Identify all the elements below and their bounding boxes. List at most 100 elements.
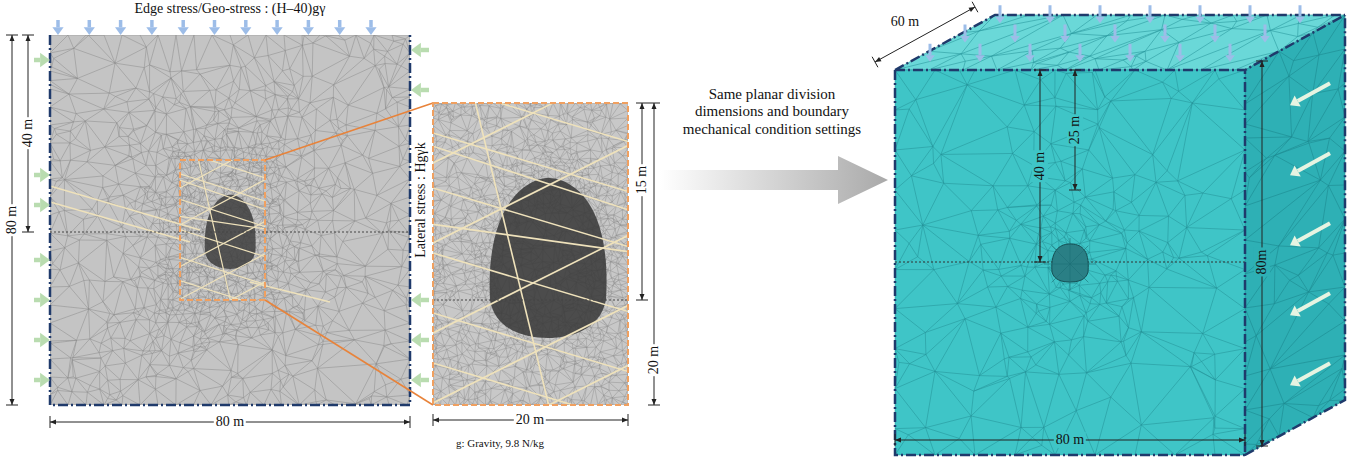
transition-note: Same planar division dimensions and boun… (672, 86, 872, 138)
lateral-arrow-shaft (34, 298, 40, 303)
lateral-arrow-head (411, 333, 421, 347)
dimension-arrowhead (1260, 440, 1265, 446)
tunnel-mesh-line (1070, 264, 1088, 282)
zoom-model (265, 61, 660, 469)
load-arrow-head (1060, 36, 1070, 43)
plane-joints (180, 160, 265, 300)
load-arrow-head (240, 27, 251, 35)
joint-line (180, 160, 265, 179)
load-arrow-head (178, 27, 189, 35)
load-arrow-shaft (1064, 25, 1067, 36)
load-arrow-shaft (1049, 5, 1052, 16)
dimension-label: 20 m (514, 412, 546, 428)
dimension-arrowhead (433, 418, 439, 423)
model-boundary (50, 35, 410, 405)
lateral-arrow-shaft (1298, 293, 1330, 311)
dimension-arrowhead (652, 103, 657, 109)
lateral-arrow-head (411, 373, 421, 387)
load-arrow-head (1010, 36, 1020, 43)
mesh-lines (1245, 15, 1345, 455)
zoom-mesh (433, 103, 628, 405)
mesh-ground (50, 35, 410, 405)
center-line (50, 232, 410, 233)
dimension-arrowhead (26, 35, 31, 41)
lateral-arrow-shaft (421, 378, 429, 383)
dimension-label: 20 m (646, 344, 662, 376)
load-arrow-shaft (275, 20, 279, 27)
load-arrow-shaft (1249, 5, 1252, 16)
joint-line (197, 160, 232, 300)
dimension-label: 60 m (889, 14, 921, 30)
joint-line (433, 130, 628, 195)
load-arrow-head (925, 55, 935, 62)
load-arrow-head (146, 27, 157, 35)
dimension-arrowhead (640, 103, 645, 109)
dimension-arrowhead (50, 420, 56, 425)
lateral-arrow-head (40, 168, 50, 182)
joint-line (433, 301, 628, 406)
load-arrow-head (995, 17, 1005, 24)
joint-line (50, 202, 190, 242)
lateral-arrow-head (40, 333, 50, 347)
load-arrow-head (1175, 55, 1185, 62)
cube-front-face (895, 70, 1245, 455)
dimension-label: 25 m (1067, 114, 1083, 146)
lateral-arrow-shaft (1298, 363, 1330, 381)
tunnel-mesh-line (1052, 246, 1070, 264)
center-line (433, 300, 628, 301)
lateral-arrow-shaft (34, 203, 40, 208)
tunnel-section (490, 178, 607, 338)
load-arrow-shaft (307, 20, 311, 27)
mesh-lines (50, 35, 410, 405)
lateral-arrow-head (1290, 305, 1301, 316)
joint-line (473, 103, 553, 405)
load-arrow-head (1045, 17, 1055, 24)
dimension-label: 15 m (634, 164, 650, 196)
dimension-arrowhead (1073, 70, 1078, 76)
joint-line (433, 223, 628, 253)
lateral-arrow-shaft (1298, 153, 1330, 171)
dimension-arrowhead (652, 399, 657, 405)
dimension-arrowhead (10, 35, 15, 41)
plane-mesh (50, 35, 410, 405)
lateral-arrow-head (40, 373, 50, 387)
load-arrow-head (1110, 36, 1120, 43)
lateral-arrow-shaft (421, 88, 429, 93)
load-arrow-shaft (1114, 25, 1117, 36)
model-boundary (895, 15, 1345, 455)
joint-line (433, 103, 628, 168)
dimension-arrowhead (1038, 70, 1043, 76)
lateral-arrow-shaft (421, 298, 429, 303)
load-arrow-head (1095, 17, 1105, 24)
dimension-arrowhead (622, 418, 628, 423)
load-arrow-shaft (1299, 5, 1302, 16)
joint-line (433, 141, 628, 249)
load-arrow-head (272, 27, 283, 35)
load-arrow-shaft (1149, 5, 1152, 16)
load-arrow-shaft (244, 20, 248, 27)
zoom-leader (265, 103, 433, 160)
lateral-arrow-head (40, 198, 50, 212)
load-arrow-shaft (1164, 25, 1167, 36)
load-arrow-shaft (964, 25, 967, 36)
load-arrow-shaft (1264, 25, 1267, 36)
dimension-arrowhead (26, 226, 31, 232)
load-arrow-shaft (999, 5, 1002, 16)
load-arrow-head (1145, 17, 1155, 24)
tunnel-mesh-line (1070, 264, 1071, 290)
load-arrow-shaft (56, 20, 60, 27)
mesh-lines (895, 70, 1245, 455)
dimension-arrowhead (1239, 438, 1245, 443)
load-arrow-head (209, 27, 220, 35)
zoom-frame (433, 103, 628, 405)
dimension-arrowhead (640, 294, 645, 300)
dimension-arrowhead (1038, 256, 1043, 262)
plane-model (6, 20, 429, 428)
joint-line (433, 250, 628, 315)
lateral-arrow-shaft (1298, 223, 1330, 241)
lateral-arrow-head (40, 293, 50, 307)
load-arrow-head (303, 27, 314, 35)
tunnel-mesh-line (1052, 264, 1070, 282)
lateral-arrow-head (1290, 95, 1301, 106)
